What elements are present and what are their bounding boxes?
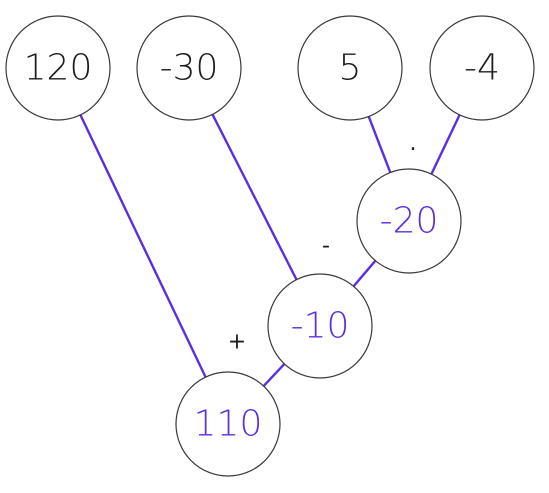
node-circle [429,15,535,121]
node-circle [267,273,373,379]
node-n-10: -10 [267,273,373,379]
edge-n120-to-n110 [79,114,207,378]
node-circle [136,15,242,121]
op-add-symbol: + [228,330,246,355]
node-n120: 120 [5,15,111,121]
node-label: 5 [339,48,362,89]
node-n110: 110 [175,371,281,477]
node-n5: 5 [297,15,403,121]
edge-n-20-to-n-10 [352,259,377,288]
node-label: -4 [464,48,500,89]
node-circle [5,15,111,121]
edges-layer [79,113,461,387]
node-circle [356,168,462,274]
node-circle [175,371,281,477]
op-multiply-symbol: · [410,138,417,163]
edge-n-4-to-n-20 [430,114,461,175]
node-label: -30 [160,48,219,89]
edge-n5-to-n-20 [367,116,392,173]
edge-n-30-to-n-10 [211,113,298,281]
node-label: 110 [194,404,263,445]
node-n-4: -4 [429,15,535,121]
node-label: 120 [24,48,93,89]
operators-layer: · - + [228,138,417,355]
node-label: -20 [380,201,439,242]
nodes-layer: 120 -30 5 -4 -20 -10 110 [5,15,535,477]
edge-n-10-to-n110 [262,363,286,387]
node-n-20: -20 [356,168,462,274]
node-n-30: -30 [136,15,242,121]
op-subtract-symbol: - [322,234,330,259]
node-circle [297,15,403,121]
node-label: -10 [291,306,350,347]
